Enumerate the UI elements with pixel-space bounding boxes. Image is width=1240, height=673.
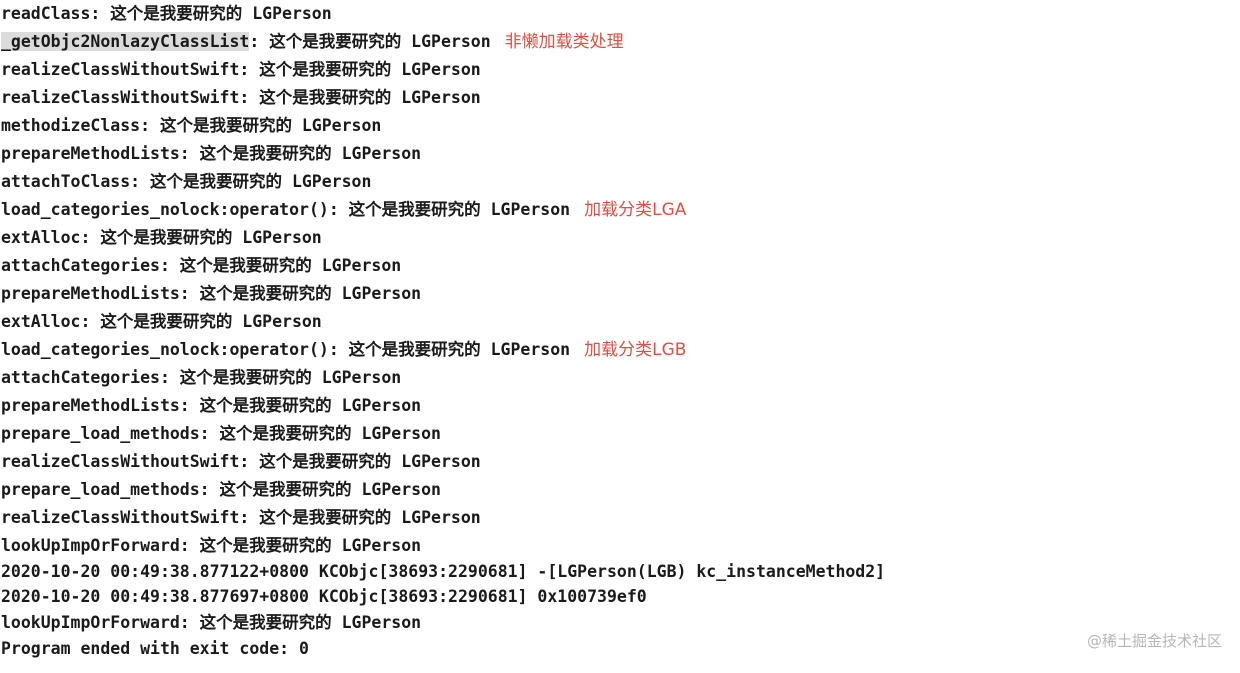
line-text: methodizeClass: 这个是我要研究的 LGPerson [1,116,382,135]
line-text: attachToClass: 这个是我要研究的 LGPerson [1,172,372,191]
console-line: attachCategories: 这个是我要研究的 LGPerson [1,252,401,280]
console-line: realizeClassWithoutSwift: 这个是我要研究的 LGPer… [1,504,481,532]
line-text: 2020-10-20 00:49:38.877122+0800 KCObjc[3… [1,562,886,581]
line-text: realizeClassWithoutSwift: 这个是我要研究的 LGPer… [1,88,481,107]
console-line: attachToClass: 这个是我要研究的 LGPerson [1,168,371,196]
console-line: load_categories_nolock:operator(): 这个是我要… [1,336,686,364]
line-text: prepareMethodLists: 这个是我要研究的 LGPerson [1,396,422,415]
console-line: _getObjc2NonlazyClassList: 这个是我要研究的 LGPe… [1,28,624,56]
console-line: lookUpImpOrForward: 这个是我要研究的 LGPerson [1,532,421,560]
console-line: realizeClassWithoutSwift: 这个是我要研究的 LGPer… [1,84,481,112]
line-text: attachCategories: 这个是我要研究的 LGPerson [1,256,402,275]
line-text: : 这个是我要研究的 LGPerson [249,32,491,51]
annotation-note: 非懒加载类处理 [504,32,624,52]
console-line: prepareMethodLists: 这个是我要研究的 LGPerson [1,140,421,168]
line-text: prepare_load_methods: 这个是我要研究的 LGPerson [1,424,441,443]
line-text: extAlloc: 这个是我要研究的 LGPerson [1,312,322,331]
line-text: lookUpImpOrForward: 这个是我要研究的 LGPerson [1,613,422,632]
console-line: extAlloc: 这个是我要研究的 LGPerson [1,224,322,252]
console-line: realizeClassWithoutSwift: 这个是我要研究的 LGPer… [1,56,481,84]
watermark: @稀土掘金技术社区 [1086,632,1222,650]
annotation-note: 加载分类LGA [584,200,687,220]
line-text: load_categories_nolock:operator(): 这个是我要… [1,340,571,359]
console-line: extAlloc: 这个是我要研究的 LGPerson [1,308,322,336]
console-line: lookUpImpOrForward: 这个是我要研究的 LGPerson [1,609,421,637]
console-line: realizeClassWithoutSwift: 这个是我要研究的 LGPer… [1,448,481,476]
console-line: methodizeClass: 这个是我要研究的 LGPerson [1,112,381,140]
line-text: realizeClassWithoutSwift: 这个是我要研究的 LGPer… [1,452,481,471]
line-text: prepare_load_methods: 这个是我要研究的 LGPerson [1,480,441,499]
line-text: extAlloc: 这个是我要研究的 LGPerson [1,228,322,247]
line-text: prepareMethodLists: 这个是我要研究的 LGPerson [1,284,422,303]
console-line: attachCategories: 这个是我要研究的 LGPerson [1,364,401,392]
line-text: lookUpImpOrForward: 这个是我要研究的 LGPerson [1,536,422,555]
line-text: prepareMethodLists: 这个是我要研究的 LGPerson [1,144,422,163]
line-text: realizeClassWithoutSwift: 这个是我要研究的 LGPer… [1,60,481,79]
annotation-note: 加载分类LGB [584,340,687,360]
console-line: readClass: 这个是我要研究的 LGPerson [1,0,332,28]
line-text: load_categories_nolock:operator(): 这个是我要… [1,200,571,219]
selected-text: _getObjc2NonlazyClassList [1,32,250,51]
console-line: Program ended with exit code: 0 [1,635,309,663]
console-line: load_categories_nolock:operator(): 这个是我要… [1,196,686,224]
line-text: Program ended with exit code: 0 [1,639,309,658]
console-line: 2020-10-20 00:49:38.877122+0800 KCObjc[3… [1,558,885,586]
console-line: prepareMethodLists: 这个是我要研究的 LGPerson [1,392,421,420]
line-text: attachCategories: 这个是我要研究的 LGPerson [1,368,402,387]
line-text: 2020-10-20 00:49:38.877697+0800 KCObjc[3… [1,587,647,606]
console-line: prepareMethodLists: 这个是我要研究的 LGPerson [1,280,421,308]
console-line: prepare_load_methods: 这个是我要研究的 LGPerson [1,420,441,448]
console-line: 2020-10-20 00:49:38.877697+0800 KCObjc[3… [1,583,647,611]
line-text: readClass: 这个是我要研究的 LGPerson [1,4,332,23]
line-text: realizeClassWithoutSwift: 这个是我要研究的 LGPer… [1,508,481,527]
console-line: prepare_load_methods: 这个是我要研究的 LGPerson [1,476,441,504]
